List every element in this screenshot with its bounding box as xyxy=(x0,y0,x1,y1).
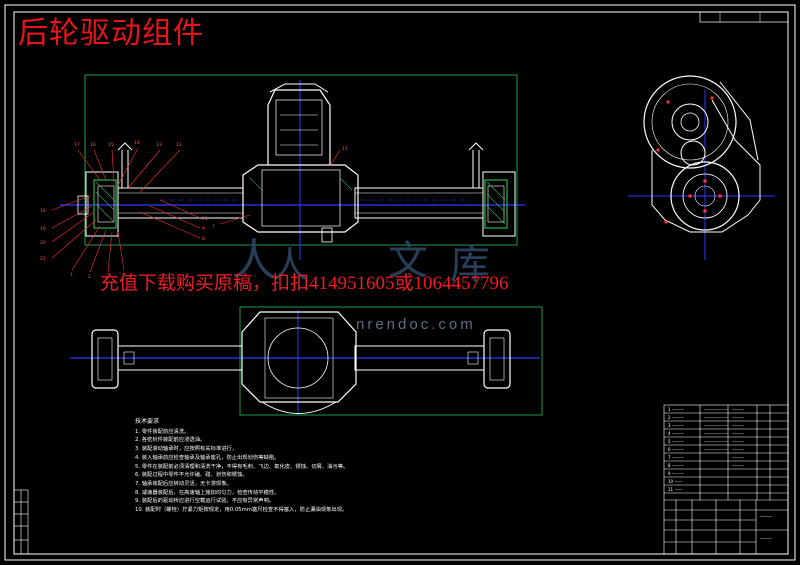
svg-text:8 ———: 8 ——— xyxy=(668,463,684,468)
svg-text:15: 15 xyxy=(108,142,114,148)
svg-text:14: 14 xyxy=(134,140,140,146)
svg-text:13: 13 xyxy=(156,142,162,148)
svg-text:8: 8 xyxy=(202,236,205,242)
svg-text:5 ———: 5 ——— xyxy=(668,439,684,444)
note-line: 2. 各密封件装配前应浸透油。 xyxy=(135,437,206,444)
svg-text:11: 11 xyxy=(342,146,348,152)
svg-text:——————: —————— xyxy=(704,423,728,428)
svg-text:7 ———: 7 ——— xyxy=(668,455,684,460)
note-line: 9. 装配后的驱动桥应进行空载运行试验，不应有异常声响。 xyxy=(135,498,275,505)
svg-text:———: ——— xyxy=(760,536,772,541)
svg-text:11 ——: 11 —— xyxy=(668,487,682,492)
svg-text:———: ——— xyxy=(732,439,744,444)
technical-requirements: 技术要求 1. 零件装配前应清洗。 2. 各密封件装配前应浸透油。 3. 装配滚… xyxy=(135,418,655,515)
svg-text:12: 12 xyxy=(176,142,182,148)
note-line: 8. 减速器装配后，在高速轴上施加均匀力，检查传动平稳性。 xyxy=(135,489,280,496)
svg-text:1 ———: 1 ——— xyxy=(668,407,684,412)
front-view-boundary xyxy=(84,74,518,246)
svg-text:———: ——— xyxy=(732,463,744,468)
svg-text:3 ———: 3 ——— xyxy=(668,423,684,428)
svg-text:———: ——— xyxy=(760,514,772,519)
axle-side-view xyxy=(628,75,775,260)
svg-text:——————: —————— xyxy=(704,447,728,452)
notes-heading: 技术要求 xyxy=(135,418,160,425)
note-line: 7. 轴承装配后应转动灵活，无卡滞现象。 xyxy=(135,480,232,487)
watermark-glyph: 文 xyxy=(388,238,428,284)
svg-text:———: ——— xyxy=(732,423,744,428)
watermark-glyph: 人 xyxy=(272,245,309,286)
svg-text:9 ———: 9 ——— xyxy=(668,471,684,476)
left-revision-column xyxy=(13,489,29,555)
svg-text:20: 20 xyxy=(40,240,46,246)
svg-text:4 ———: 4 ——— xyxy=(668,431,684,436)
svg-text:19: 19 xyxy=(40,226,46,232)
note-line: 10. 装配时（螺栓）拧紧力矩按规定，用0.05mm塞尺检查不得塞入，防止漏油现… xyxy=(135,507,348,514)
svg-text:———: ——— xyxy=(732,431,744,436)
svg-text:18: 18 xyxy=(40,208,46,214)
svg-text:——————: —————— xyxy=(704,439,728,444)
svg-text:4: 4 xyxy=(122,272,125,278)
drawing-number-box xyxy=(699,11,789,23)
note-line: 5. 零件在装配前必须清理和清洗干净，不得有毛刺、飞边、氧化皮、锈蚀、切屑、油污… xyxy=(135,463,349,470)
svg-text:3: 3 xyxy=(106,274,109,280)
note-line: 1. 零件装配前应清洗。 xyxy=(135,428,190,435)
title-block xyxy=(663,404,789,555)
svg-text:10: 10 xyxy=(202,216,208,222)
svg-text:2 ———: 2 ——— xyxy=(668,415,684,420)
note-line: 4. 装入轴承前应检查轴承及轴承座孔，防止出现划伤等缺陷。 xyxy=(135,454,280,461)
svg-text:21: 21 xyxy=(40,256,46,262)
svg-text:———: ——— xyxy=(732,447,744,452)
svg-text:6 ———: 6 ——— xyxy=(668,447,684,452)
svg-text:———: ——— xyxy=(732,455,744,460)
drawing-title: 后轮驱动组件 xyxy=(18,16,204,51)
svg-text:——————: —————— xyxy=(704,415,728,420)
svg-text:7: 7 xyxy=(212,224,215,230)
svg-text:1: 1 xyxy=(70,272,73,278)
svg-text:———: ——— xyxy=(732,407,744,412)
svg-text:17: 17 xyxy=(74,142,80,148)
svg-text:——————: —————— xyxy=(704,407,728,412)
svg-text:10 ——: 10 —— xyxy=(668,479,682,484)
watermark-domain: nrendoc.com xyxy=(356,316,476,333)
watermark-glyph: 库 xyxy=(450,242,490,288)
watermark-glyph: 人 xyxy=(232,235,276,286)
promo-banner: 充值下载购买原稿，扣扣414951605或1064457796 xyxy=(100,273,509,294)
svg-text:———: ——— xyxy=(732,415,744,420)
svg-text:9: 9 xyxy=(202,226,205,232)
svg-text:2: 2 xyxy=(88,274,91,280)
sheet-outer-frame xyxy=(4,4,796,561)
svg-text:16: 16 xyxy=(90,142,96,148)
note-line: 6. 装配过程中零件不允许磕、碰、划伤和锈蚀。 xyxy=(135,472,248,479)
svg-text:——————: —————— xyxy=(704,431,728,436)
note-line: 3. 装配滚动轴承时，应按照有关标准进行， xyxy=(135,446,238,453)
sheet-inner-frame xyxy=(13,11,789,555)
axle-top-view xyxy=(70,306,543,416)
top-view-boundary xyxy=(239,306,543,416)
